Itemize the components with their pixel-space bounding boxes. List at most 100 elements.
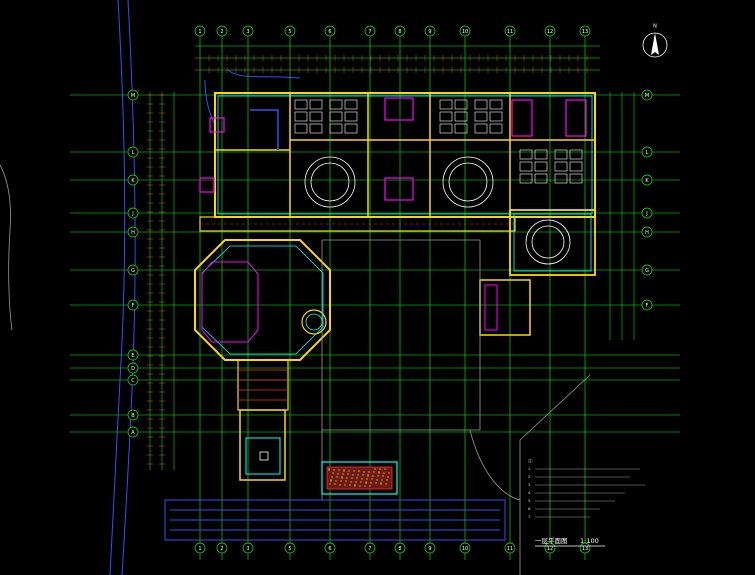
notes-block: 注: 1. 2. 3. 4. 5. 6. 7. [528, 458, 645, 519]
grid-bubble-left-G: G [127, 264, 139, 276]
grid-bubble-bottom-2: 2 [216, 542, 228, 554]
drawing-title: 一层平面图 [535, 537, 568, 545]
grid-bubble-left-K: K [127, 174, 139, 186]
grid-bubble-right-K: K [641, 174, 653, 186]
grid-axis-label-left: E [131, 353, 134, 359]
north-arrow: N [642, 24, 668, 58]
east-block [479, 209, 596, 336]
grid-axis-label-left: A [131, 430, 135, 436]
right-dimension-band [609, 92, 635, 340]
grid-bubble-right-G: G [641, 264, 653, 276]
grid-axis-label-right: H [645, 230, 649, 236]
grid-bubble-right-F: F [641, 299, 653, 311]
grid-bubble-top-11: 11 [504, 25, 516, 37]
grid-bubble-top-12: 12 [544, 25, 556, 37]
grid-axis-label-left: M [131, 93, 135, 99]
note-5: 5. [528, 499, 531, 503]
grid-axis-label-bottom: 3 [246, 546, 249, 552]
classroom-desks [294, 99, 583, 184]
grid-bubble-right-H: H [641, 226, 653, 238]
octagonal-hall [194, 239, 331, 361]
note-4: 4. [528, 491, 531, 495]
grid-axis-label-top: 2 [220, 29, 223, 35]
note-1: 1. [528, 467, 531, 471]
grid-axis-label-left: G [131, 268, 135, 274]
grid-bubble-top-3: 3 [242, 25, 254, 37]
grid-axis-label-bottom: 10 [462, 546, 468, 552]
grid-axis-label-left: L [132, 150, 135, 156]
grid-axis-label-top: 9 [428, 29, 431, 35]
classroom-wing [199, 92, 596, 218]
grid-axis-label-left: K [131, 178, 135, 184]
grid-axis-label-left: B [131, 413, 135, 419]
grid-bubble-top-10: 10 [459, 25, 471, 37]
left-dimension-band [149, 92, 175, 470]
note-3: 3. [528, 483, 531, 487]
grid-axis-label-left: H [131, 230, 135, 236]
grid-bubble-top-13: 13 [579, 25, 591, 37]
grid-bubble-top-5: 5 [284, 25, 296, 37]
grid-bubble-bottom-12: 12 [544, 542, 556, 554]
grid-bubble-left-L: L [127, 146, 139, 158]
drawing-scale: 1:100 [580, 537, 599, 545]
grid-axis-label-bottom: 2 [220, 546, 223, 552]
grid-bubble-left-M: M [127, 89, 139, 101]
grid-axis-label-right: F [646, 303, 649, 309]
grid-bubble-top-7: 7 [364, 25, 376, 37]
sandpit [321, 461, 398, 495]
north-label: N [653, 24, 657, 30]
title-block: 一层平面图 1:100 [535, 537, 605, 547]
grid-bubble-right-M: M [641, 89, 653, 101]
grid-axis-label-bottom: 5 [288, 546, 291, 552]
grid-axis-label-bottom: 11 [507, 546, 513, 552]
grid-axis-label-top: 8 [398, 29, 401, 35]
top-dimension-band [195, 45, 600, 71]
note-7: 7. [528, 515, 531, 519]
grid-axis-label-left: C [131, 378, 135, 384]
grid-bubble-bottom-9: 9 [424, 542, 436, 554]
grid-axis-label-left: J [131, 211, 133, 217]
grid-axis-label-bottom: 6 [328, 546, 331, 552]
grid-axis-label-top: 7 [368, 29, 371, 35]
grid-bubble-bottom-3: 3 [242, 542, 254, 554]
entrance-passage [237, 359, 289, 481]
grid-bubble-top-2: 2 [216, 25, 228, 37]
grid-bubble-top-1: 1 [194, 25, 206, 37]
grid-bubble-top-6: 6 [324, 25, 336, 37]
grid-axis-label-top: 1 [198, 29, 201, 35]
grid-bubble-left-E: E [127, 349, 139, 361]
grid-bubble-bottom-1: 1 [194, 542, 206, 554]
grid-axis-label-left: D [131, 366, 135, 372]
site-edge-grey [0, 164, 591, 575]
grid-axis-label-bottom: 7 [368, 546, 371, 552]
note-6: 6. [528, 507, 531, 511]
grid-bubble-bottom-8: 8 [394, 542, 406, 554]
grid-bubble-bottom-11: 11 [504, 542, 516, 554]
grid-axis-label-top: 6 [328, 29, 331, 35]
activity-circles [304, 156, 571, 265]
grid-axis-label-bottom: 9 [428, 546, 431, 552]
grid-bubble-left-H: H [127, 226, 139, 238]
grid-axis-label-top: 5 [288, 29, 291, 35]
grid-bubble-bottom-13: 13 [579, 542, 591, 554]
grid-bubble-left-D: D [127, 362, 139, 374]
playground [321, 239, 481, 501]
grid-axis-label-top: 3 [246, 29, 249, 35]
grid-bubble-left-B: B [127, 409, 139, 421]
site-boundary [109, 0, 301, 575]
grid-bubble-bottom-5: 5 [284, 542, 296, 554]
grid-axis-label-top: 13 [582, 29, 588, 35]
grid-axis-label-bottom: 8 [398, 546, 401, 552]
grid-axis-label-right: L [646, 150, 649, 156]
grid-bubble-bottom-6: 6 [324, 542, 336, 554]
grid-bubble-left-F: F [127, 299, 139, 311]
grid-bubble-left-J: J [127, 207, 139, 219]
grid-lines [70, 30, 680, 560]
grid-axis-label-bottom: 13 [582, 546, 588, 552]
grid-axis-label-right: G [645, 268, 649, 274]
grid-axis-label-right: K [645, 178, 649, 184]
grid-axis-label-right: M [645, 93, 649, 99]
grid-axis-label-left: F [132, 303, 135, 309]
